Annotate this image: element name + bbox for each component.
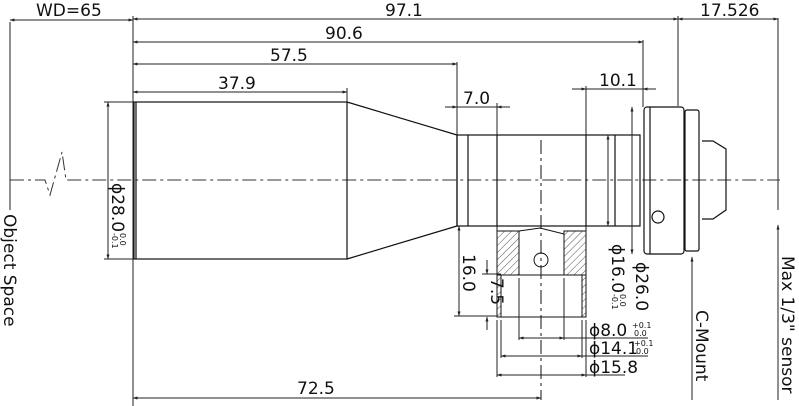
dim-hole-diameter-1: ϕ8.0 — [589, 321, 627, 341]
dim-tube-diameter-tol-upper: 0.0 — [618, 294, 627, 307]
dim-bracket-depth: 7.5 — [486, 278, 506, 305]
dim-working-distance: WD=65 — [36, 1, 102, 21]
optical-axis — [10, 151, 780, 197]
dim-to-clamp-end: 57.5 — [270, 46, 308, 66]
label-c-mount-group: C-Mount — [691, 310, 711, 382]
dim-front-diameter: ϕ28.0 — [107, 183, 127, 232]
dim-mount-ring: 10.1 — [599, 71, 637, 91]
dim-tube-diameter-group: ϕ16.0 0.0 -0.1 — [607, 244, 627, 310]
label-sensor: Max 1/3" sensor — [777, 256, 797, 393]
dim-hole-diameter-1-tol-upper: +0.1 — [632, 321, 651, 330]
dim-to-mount-flange: 90.6 — [325, 24, 363, 44]
dim-front-barrel: 37.9 — [218, 74, 256, 94]
dim-back-focus: 17.526 — [700, 1, 759, 21]
dim-hole-diameter-2-tol-lower: 0.0 — [636, 347, 649, 356]
dim-hole-diameter-2-tol-upper: +0.1 — [634, 339, 653, 348]
dim-mount-position: 72.5 — [297, 379, 335, 399]
label-c-mount: C-Mount — [691, 310, 711, 382]
dimension-lines — [9, 16, 780, 400]
dim-clamp-width: 7.0 — [463, 89, 490, 109]
dim-mount-diameter: ϕ26.0 — [631, 262, 651, 311]
dim-bracket-depth-group: 7.5 — [486, 278, 506, 305]
dim-hole-diameter-1-tol-lower: 0.0 — [634, 329, 647, 338]
label-object-space: Object Space — [0, 214, 19, 327]
label-object-space-group: Object Space — [0, 214, 19, 327]
dim-bracket-height-group: 16.0 — [458, 254, 478, 292]
dim-front-diameter-group: ϕ28.0 0.0 -0.1 — [107, 183, 127, 249]
clamp-bracket — [496, 140, 587, 400]
dim-bracket-height: 16.0 — [458, 254, 478, 292]
dim-hole-diameter-3: ϕ15.8 — [589, 358, 638, 378]
dim-tube-diameter-tol-lower: -0.1 — [610, 294, 619, 310]
dim-total-length: 97.1 — [385, 1, 423, 21]
dim-tube-diameter: ϕ16.0 — [607, 244, 627, 293]
lens-body — [133, 101, 727, 260]
label-sensor-group: Max 1/3" sensor — [777, 256, 797, 393]
dim-mount-diameter-group: ϕ26.0 — [631, 262, 651, 311]
dim-hole-diameter-2: ϕ14.1 — [589, 339, 638, 359]
dim-front-diameter-tol-lower: -0.1 — [110, 233, 119, 249]
dim-front-diameter-tol-upper: 0.0 — [118, 233, 127, 246]
